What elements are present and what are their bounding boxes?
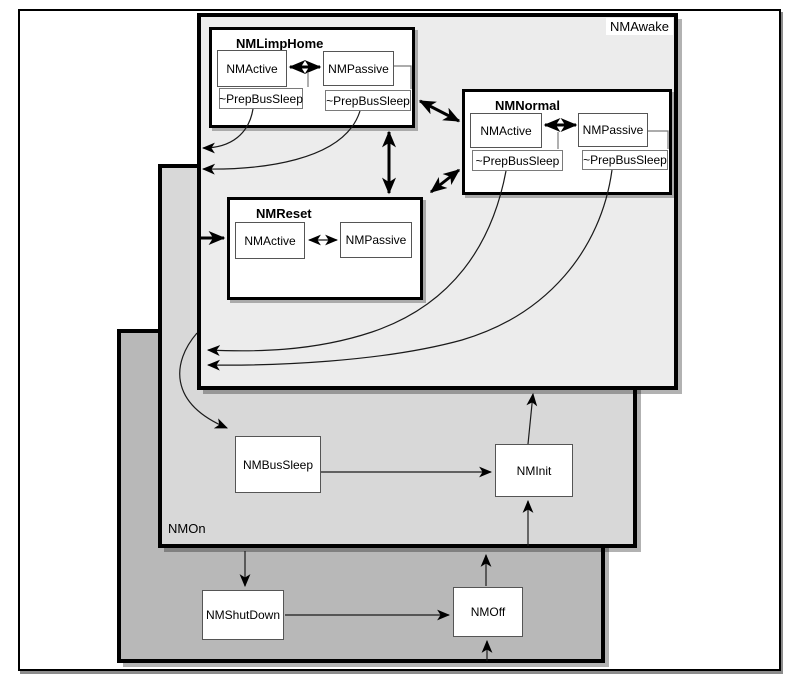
- composite-title-limphome: NMLimpHome: [236, 36, 324, 51]
- state-normal-prepbussleep-passive: ~PrepBusSleep: [582, 150, 668, 170]
- state-reset-nmpassive: NMPassive: [340, 222, 412, 258]
- state-reset-nmactive: NMActive: [235, 222, 305, 259]
- state-normal-prepbussleep-active: ~PrepBusSleep: [472, 150, 563, 171]
- state-nm-init: NMInit: [495, 444, 573, 497]
- state-nm-bussleep: NMBusSleep: [235, 436, 321, 493]
- state-normal-nmpassive: NMPassive: [578, 113, 648, 147]
- state-limphome-nmactive: NMActive: [217, 50, 287, 87]
- state-limphome-prepbussleep-passive: ~PrepBusSleep: [325, 90, 411, 111]
- state-nm-shutdown: NMShutDown: [202, 590, 284, 640]
- state-limphome-prepbussleep-active: ~PrepBusSleep: [219, 88, 303, 109]
- state-nm-off: NMOff: [453, 587, 523, 637]
- state-normal-nmactive: NMActive: [470, 113, 542, 148]
- state-limphome-nmpassive: NMPassive: [323, 51, 394, 86]
- composite-title-reset: NMReset: [256, 206, 312, 221]
- layer-label-nm-on: NMOn: [168, 521, 206, 536]
- layer-label-nm-awake: NMAwake: [606, 18, 674, 35]
- composite-title-normal: NMNormal: [495, 98, 561, 113]
